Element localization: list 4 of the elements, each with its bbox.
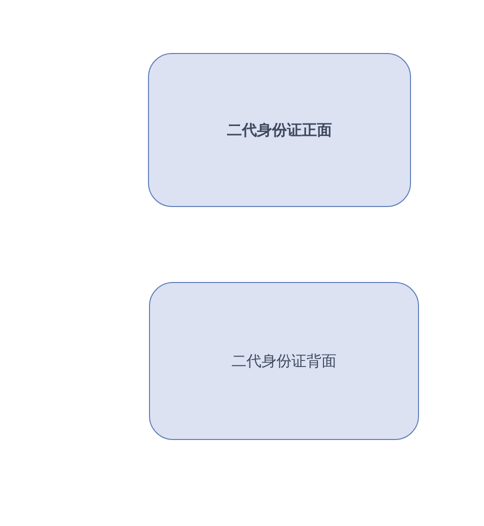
rounded-box bbox=[148, 53, 411, 207]
rounded-box bbox=[149, 282, 419, 440]
box-label: 二代身份证背面 bbox=[232, 352, 336, 370]
box-label: 二代身份证正面 bbox=[227, 120, 332, 140]
